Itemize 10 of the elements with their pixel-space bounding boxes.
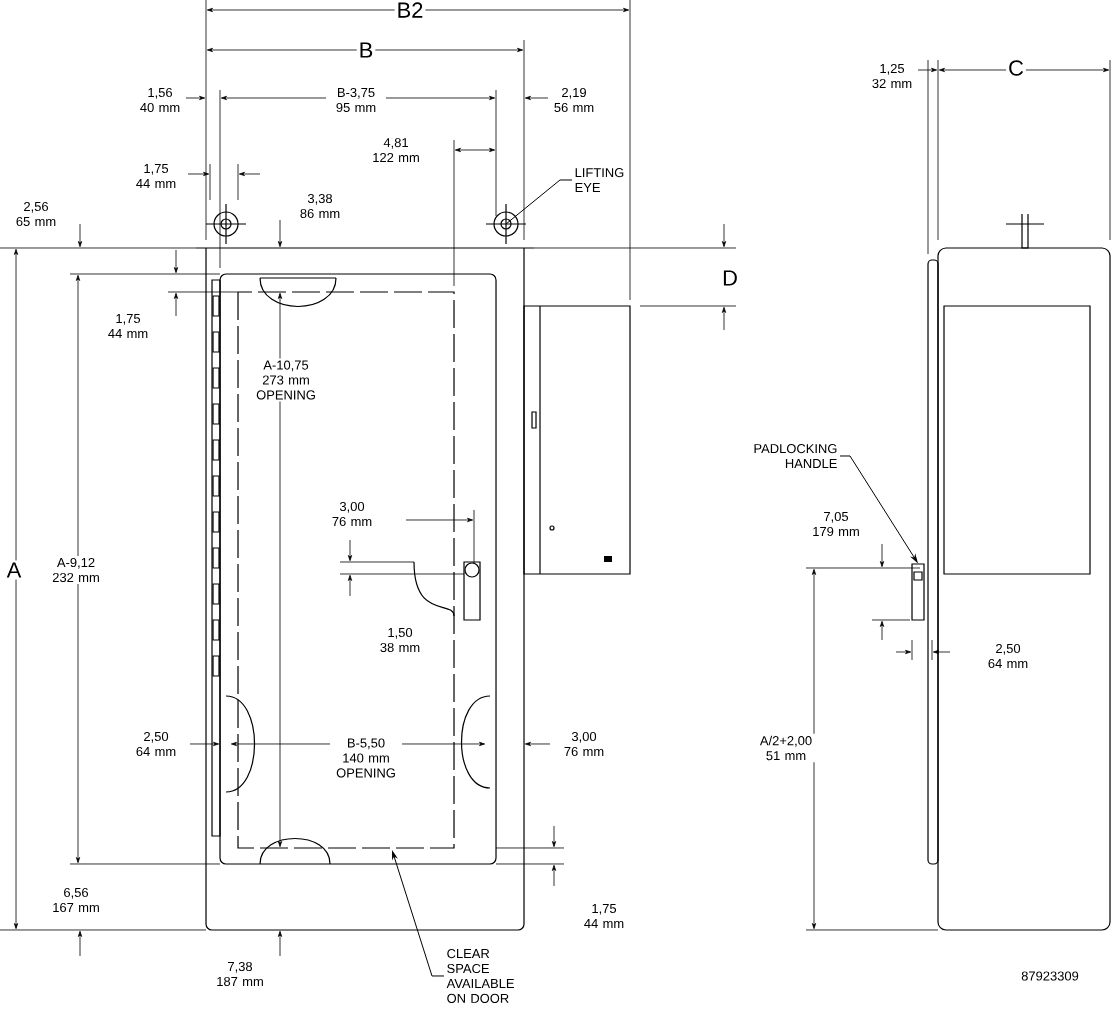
leader-line [392,851,445,977]
leader-line [505,179,573,225]
dimension-label: D [720,268,740,288]
lifting-eye [493,211,519,237]
dimension-label: B [356,40,376,60]
dimension-label: C [1006,58,1026,78]
dimension-label: B2 [394,0,426,20]
dimension-label: A [4,560,24,580]
handle-drawing [911,563,925,621]
leader-line [839,455,918,563]
